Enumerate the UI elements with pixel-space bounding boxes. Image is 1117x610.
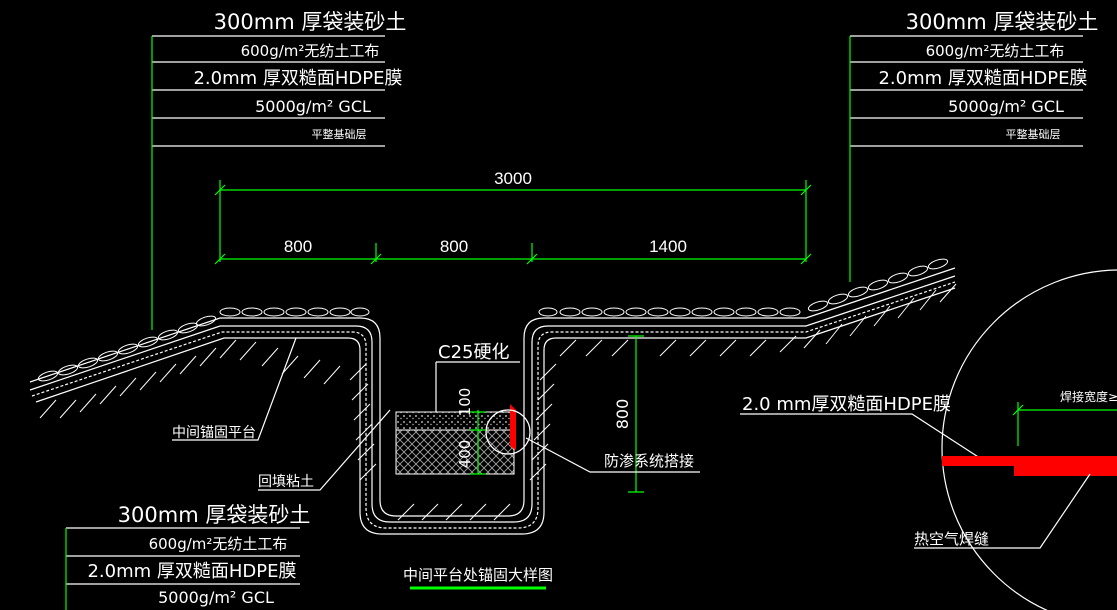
- dimension-fill: 400: [456, 440, 474, 469]
- dimension-lines: 3000 800 800 1400: [214, 169, 812, 265]
- layer-label-geotextile: 600g/m²无纺土工布: [241, 42, 380, 60]
- drawing-title: 中间平台处锚固大样图: [403, 566, 553, 590]
- ground-hatching: [39, 283, 957, 521]
- weld-detail: 2.0 mm厚双糙面HDPE膜 焊接宽度≥10 热空气焊缝: [740, 269, 1117, 610]
- layer-label-sand: 300mm 厚袋装砂土: [118, 503, 311, 527]
- layer-stack-top-left: 300mm 厚袋装砂土 600g/m²无纺土工布 2.0mm 厚双糙面HDPE膜…: [151, 10, 407, 330]
- membrane-lower: [942, 456, 1117, 466]
- layer-label-geotextile: 600g/m²无纺土工布: [149, 535, 288, 553]
- weld-width-label: 焊接宽度≥10: [1060, 389, 1117, 404]
- layer-label-gcl: 5000g/m² GCL: [255, 97, 371, 116]
- dimension-total: 3000: [494, 169, 532, 188]
- detail-membrane-label: 2.0 mm厚双糙面HDPE膜: [742, 394, 951, 415]
- layer-label-base: 平整基础层: [312, 127, 367, 141]
- dimension-seg3: 1400: [649, 237, 687, 256]
- overlap-red-membrane: [510, 404, 516, 450]
- dimension-concrete: 100: [456, 388, 474, 417]
- weld-label: 热空气焊缝: [914, 530, 989, 548]
- detail-circle-marker: [485, 409, 531, 455]
- layer-label-geotextile: 600g/m²无纺土工布: [926, 42, 1065, 60]
- label-backfill: 回填粘土: [258, 474, 314, 490]
- layer-label-base: 平整基础层: [1006, 127, 1061, 141]
- layer-label-hdpe: 2.0mm 厚双糙面HDPE膜: [193, 68, 402, 89]
- dimension-seg1: 800: [284, 237, 312, 256]
- label-platform: 中间锚固平台: [172, 425, 256, 441]
- membrane-upper: [1014, 466, 1117, 476]
- label-concrete: C25硬化: [438, 342, 509, 363]
- callouts: C25硬化 中间锚固平台 回填粘土 防渗系统搭接: [172, 337, 700, 491]
- layer-label-hdpe: 2.0mm 厚双糙面HDPE膜: [87, 561, 296, 582]
- layer-label-sand: 300mm 厚袋装砂土: [214, 10, 407, 34]
- title-text: 中间平台处锚固大样图: [403, 566, 553, 584]
- layer-label-hdpe: 2.0mm 厚双糙面HDPE膜: [878, 68, 1087, 89]
- layer-stack-bottom-left: 300mm 厚袋装砂土 600g/m²无纺土工布 2.0mm 厚双糙面HDPE膜…: [65, 503, 311, 610]
- label-overlap: 防渗系统搭接: [604, 452, 694, 470]
- dimension-depth: 800: [613, 399, 632, 430]
- trench-dimensions: 100 400 800: [456, 335, 644, 493]
- liner-profile: [29, 267, 956, 535]
- trench-fill: [395, 404, 531, 475]
- sandbags: [37, 258, 949, 382]
- layer-label-gcl: 5000g/m² GCL: [158, 588, 274, 607]
- layer-stack-top-right: 300mm 厚袋装砂土 600g/m²无纺土工布 2.0mm 厚双糙面HDPE膜…: [849, 10, 1099, 282]
- dimension-seg2: 800: [440, 237, 468, 256]
- layer-label-sand: 300mm 厚袋装砂土: [906, 10, 1099, 34]
- layer-label-gcl: 5000g/m² GCL: [948, 97, 1064, 116]
